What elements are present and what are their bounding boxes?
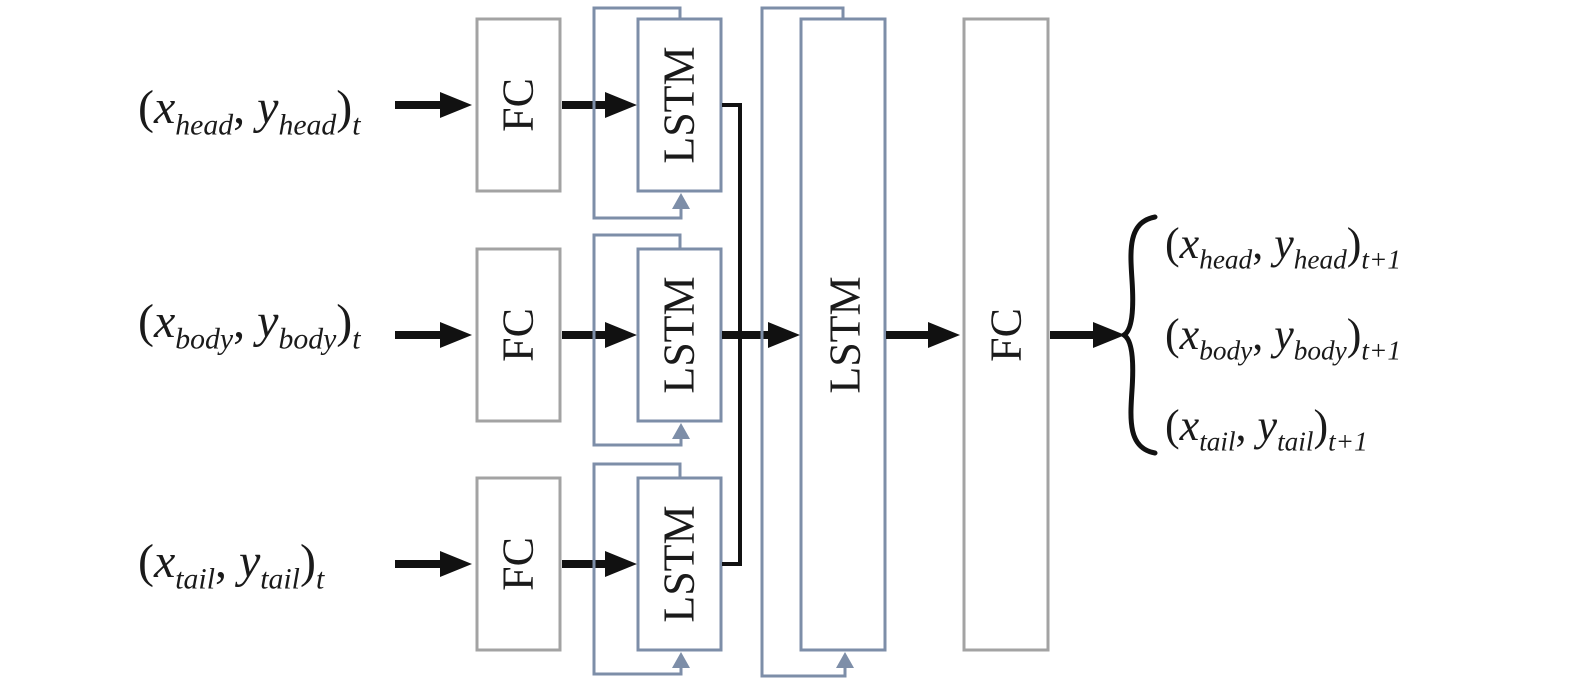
input-label-tail: (xtail, ytail)t	[138, 535, 325, 596]
lstm-label-tail: LSTM	[655, 505, 704, 622]
input-arrowhead-tail	[440, 551, 472, 577]
input-label-head: (xhead, yhead)t	[138, 81, 361, 142]
lstm-box-body	[636, 247, 723, 423]
output-brace	[1119, 214, 1158, 456]
row-head: FC LSTM	[395, 6, 723, 220]
fc-to-lstm-arrowhead-head	[605, 92, 637, 118]
lstm-box-shared	[799, 17, 887, 652]
merge-arrowhead	[768, 322, 800, 348]
fc-box-body	[475, 247, 562, 423]
recurrent-arrowhead-head	[672, 193, 690, 209]
fc-box-tail	[475, 476, 562, 652]
output-label-head: (xhead, yhead)t+1	[1165, 219, 1402, 275]
fc-to-lstm-arrowhead-tail	[605, 551, 637, 577]
fc-to-output-arrowhead	[1093, 322, 1125, 348]
fc-label-output: FC	[982, 308, 1031, 362]
recurrent-arrowhead-shared	[836, 652, 854, 668]
lstm-label-body: LSTM	[655, 276, 704, 393]
recurrent-loop-body	[592, 233, 683, 447]
fc-box-head	[475, 17, 562, 193]
recurrent-loop-tail	[592, 462, 683, 676]
row-body: FC LSTM	[395, 233, 723, 447]
lstm-box-tail	[636, 476, 723, 652]
fc-label-body: FC	[494, 308, 543, 362]
output-label-tail: (xtail, ytail)t+1	[1165, 401, 1368, 457]
fc-box-output	[962, 17, 1050, 652]
recurrent-loop-shared	[760, 6, 847, 678]
output-label-body: (xbody, ybody)t+1	[1165, 310, 1402, 366]
fc-label-tail: FC	[494, 537, 543, 591]
lstm-to-fc-arrowhead	[928, 322, 960, 348]
recurrent-arrowhead-body	[672, 423, 690, 439]
input-arrowhead-body	[440, 322, 472, 348]
input-arrowhead-head	[440, 92, 472, 118]
input-label-body: (xbody, ybody)t	[138, 295, 361, 356]
recurrent-loop-head	[592, 6, 683, 220]
recurrent-arrowhead-tail	[672, 652, 690, 668]
fc-label-head: FC	[494, 78, 543, 132]
row-tail: FC LSTM	[395, 462, 723, 676]
fc-to-lstm-arrowhead-body	[605, 322, 637, 348]
lstm-label-head: LSTM	[655, 46, 704, 163]
lstm-box-head	[636, 17, 723, 193]
lstm-label-shared: LSTM	[821, 276, 870, 393]
